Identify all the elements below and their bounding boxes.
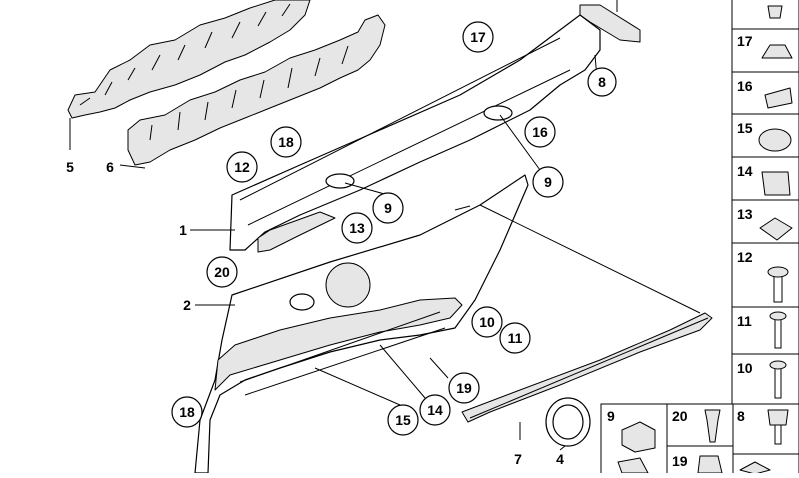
- callout-10: 10: [471, 306, 503, 338]
- svg-text:20: 20: [672, 408, 688, 424]
- callout-20: 20: [206, 256, 238, 288]
- callout-18-lower: 18: [171, 396, 203, 428]
- callout-12: 12: [226, 151, 258, 183]
- leader-lines: [69, 54, 599, 451]
- callout-19: 19: [448, 372, 480, 404]
- callout-8: 8: [587, 67, 617, 97]
- svg-text:8: 8: [598, 74, 606, 90]
- callout-16: 16: [524, 116, 556, 148]
- label-5: 5: [66, 159, 74, 175]
- callout-9-right: 9: [532, 166, 564, 198]
- callout-13: 13: [341, 212, 373, 244]
- svg-text:11: 11: [737, 313, 752, 329]
- part-1-upper-trim-rail: [229, 14, 601, 253]
- svg-text:16: 16: [532, 124, 548, 140]
- svg-text:17: 17: [737, 33, 753, 49]
- svg-text:12: 12: [737, 249, 753, 265]
- guide-line: [479, 204, 701, 314]
- svg-text:10: 10: [737, 360, 753, 376]
- callout-11: 11: [499, 322, 531, 354]
- label-1: 1: [179, 222, 187, 238]
- svg-text:9: 9: [544, 174, 552, 190]
- svg-text:19: 19: [456, 380, 472, 396]
- svg-text:20: 20: [214, 264, 230, 280]
- callout-17: 17: [462, 21, 494, 53]
- callout-14: 14: [419, 394, 451, 426]
- svg-text:9: 9: [607, 408, 615, 424]
- part-6-insulation-lower: [127, 14, 386, 166]
- svg-text:15: 15: [395, 412, 411, 428]
- svg-text:18: 18: [179, 404, 195, 420]
- svg-text:18: 18: [278, 134, 294, 150]
- svg-text:19: 19: [672, 453, 688, 469]
- svg-text:16: 16: [737, 78, 753, 94]
- label-2: 2: [183, 297, 191, 313]
- label-7: 7: [514, 451, 522, 467]
- fastener-panel-right: 17 16 15 14 13 12 11 10: [731, 0, 799, 405]
- svg-text:10: 10: [479, 314, 495, 330]
- svg-text:9: 9: [384, 200, 392, 216]
- svg-text:12: 12: [234, 159, 250, 175]
- svg-text:13: 13: [737, 206, 753, 222]
- callout-15: 15: [387, 404, 419, 436]
- svg-text:15: 15: [737, 120, 753, 136]
- part-5-insulation-upper: [67, 0, 311, 119]
- label-4: 4: [556, 451, 564, 467]
- svg-text:8: 8: [737, 408, 745, 424]
- svg-text:11: 11: [508, 330, 523, 346]
- callout-9-left: 9: [372, 192, 404, 224]
- svg-text:13: 13: [349, 220, 365, 236]
- svg-text:17: 17: [470, 29, 486, 45]
- svg-text:14: 14: [427, 402, 443, 418]
- part-7-sill-strip: [461, 312, 713, 423]
- part-2-side-panel: [194, 174, 529, 474]
- svg-text:14: 14: [737, 163, 753, 179]
- part-4-grommet: [545, 397, 591, 447]
- callout-18: 18: [270, 126, 302, 158]
- label-6: 6: [106, 159, 114, 175]
- fastener-panel-bottom: 9 20 8 19: [600, 403, 799, 475]
